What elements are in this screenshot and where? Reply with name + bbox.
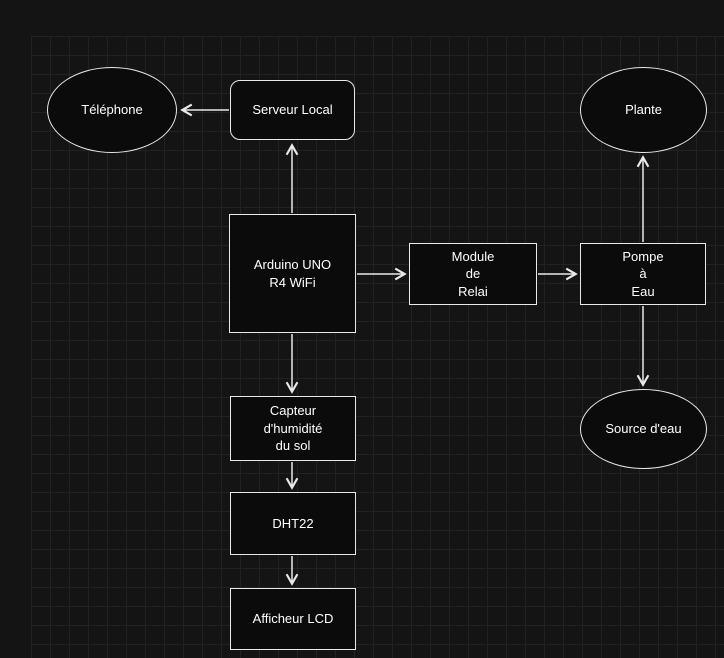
node-afficheur-lcd-label: Afficheur LCD [252,611,334,627]
node-afficheur-lcd[interactable]: Afficheur LCD [230,588,356,650]
node-plante-label: Plante [625,102,662,118]
node-pompe-a-eau[interactable]: Pompe à Eau [580,243,706,305]
node-serveur-local[interactable]: Serveur Local [230,80,355,140]
node-module-relai-label: Module de Relai [451,248,495,299]
node-arduino-uno[interactable]: Arduino UNO R4 WiFi [229,214,356,333]
node-capteur-humidite[interactable]: Capteur d'humidité du sol [230,396,356,461]
node-dht22[interactable]: DHT22 [230,492,356,555]
node-dht22-label: DHT22 [272,515,314,531]
node-source-eau-label: Source d'eau [605,421,682,437]
node-source-eau[interactable]: Source d'eau [580,389,707,469]
node-serveur-local-label: Serveur Local [252,102,333,118]
node-module-relai[interactable]: Module de Relai [409,243,537,305]
node-telephone[interactable]: Téléphone [47,67,177,153]
node-telephone-label: Téléphone [81,102,143,118]
node-capteur-humidite-label: Capteur d'humidité du sol [263,403,323,454]
node-plante[interactable]: Plante [580,67,707,153]
node-arduino-uno-label: Arduino UNO R4 WiFi [253,256,332,290]
node-pompe-a-eau-label: Pompe à Eau [622,248,664,299]
